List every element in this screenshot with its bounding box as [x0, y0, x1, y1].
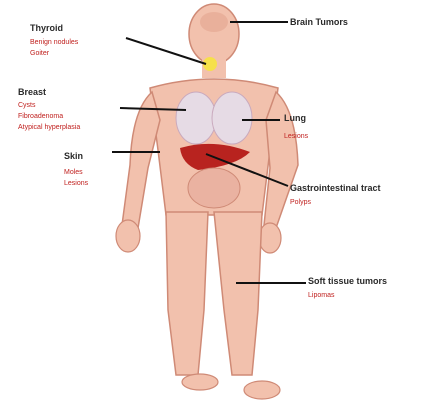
brain-title: Brain Tumors	[290, 18, 348, 27]
breast-item: Atypical hyperplasia	[18, 124, 80, 131]
lung-item: Lesions	[284, 133, 308, 140]
breast-item: Fibroadenoma	[18, 113, 80, 120]
skin-label-group: Skin Moles Lesions	[64, 152, 88, 187]
skin-item: Moles	[64, 169, 88, 176]
skin-item: Lesions	[64, 180, 88, 187]
intestines	[188, 168, 240, 208]
brain-region	[200, 12, 228, 32]
brain-label-group: Brain Tumors	[290, 18, 348, 27]
digestive-item: Polyps	[290, 199, 381, 206]
digestive-label-group: Gastrointestinal tract Polyps	[290, 184, 381, 206]
muscle-item: Lipomas	[308, 292, 387, 299]
lung-title: Lung	[284, 114, 308, 123]
skin-title: Skin	[64, 152, 88, 161]
breast-item: Cysts	[18, 102, 80, 109]
breast-title: Breast	[18, 88, 80, 97]
muscle-title: Soft tissue tumors	[308, 277, 387, 286]
thyroid-item: Goiter	[30, 50, 78, 57]
muscle-label-group: Soft tissue tumors Lipomas	[308, 277, 387, 299]
digestive-title: Gastrointestinal tract	[290, 184, 381, 193]
breast-label-group: Breast Cysts Fibroadenoma Atypical hyper…	[18, 88, 80, 131]
thyroid-title: Thyroid	[30, 24, 78, 33]
thyroid-label-group: Thyroid Benign nodules Goiter	[30, 24, 78, 57]
lung-label-group: Lung Lesions	[284, 114, 308, 140]
thyroid-item: Benign nodules	[30, 39, 78, 46]
